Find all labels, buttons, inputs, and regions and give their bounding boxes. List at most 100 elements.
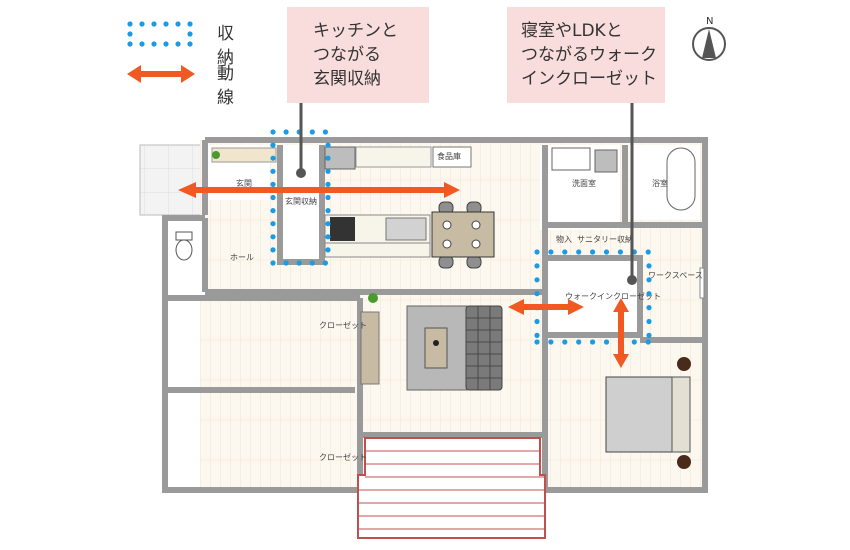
storage-dot (548, 339, 554, 345)
sofa (465, 305, 503, 391)
tv-board (360, 311, 380, 385)
room-label-closet-storage: 物入 (556, 234, 572, 244)
flow-arrow-living-closet (508, 299, 584, 315)
callout-walk-in-closet: 寝室やLDKと つながるウォーク インクローゼット (507, 7, 665, 103)
storage-dot (270, 181, 276, 187)
callout-entry-storage: キッチンと つながる 玄関収納 (287, 7, 429, 103)
room-label-sanitary-storage: サニタリー収納 (577, 234, 633, 244)
shoe-cabinet (211, 147, 277, 163)
storage-dot (645, 249, 651, 255)
leader-dot (627, 275, 637, 285)
callout-entry-storage-text: キッチンと つながる 玄関収納 (313, 21, 398, 89)
storage-dot (270, 168, 276, 174)
storage-dot (325, 181, 331, 187)
plant-icon (212, 151, 220, 159)
storage-dot (325, 168, 331, 174)
storage-dot (325, 234, 331, 240)
compass-label: N (706, 16, 713, 27)
storage-dot (322, 129, 328, 135)
storage-dot (270, 247, 276, 253)
storage-dot (296, 260, 302, 266)
storage-dot (283, 260, 289, 266)
storage-dot (309, 260, 315, 266)
storage-dot (270, 194, 276, 201)
storage-dot (270, 208, 276, 214)
storage-dot (603, 249, 610, 255)
storage-dot (562, 339, 568, 345)
storage-dot (270, 155, 276, 161)
storage-dot (590, 339, 596, 345)
sink-icon (385, 217, 427, 241)
storage-dot (270, 221, 276, 227)
storage-dot (325, 194, 331, 201)
storage-dot (646, 318, 652, 325)
kitchen-island (324, 214, 431, 258)
storage-dot (325, 142, 331, 148)
storage-dot (270, 142, 276, 148)
storage-dot (603, 339, 610, 345)
storage-dot (646, 305, 652, 311)
plant-icon (368, 293, 378, 303)
room-label-work-space: ワークスペース (648, 271, 703, 280)
storage-dot (576, 249, 582, 255)
storage-dot (325, 208, 331, 214)
storage-dot (576, 339, 582, 345)
storage-dot (534, 263, 540, 269)
flow-arrow-entrance (178, 182, 460, 198)
storage-dot (562, 249, 568, 255)
room-label-walk-in-closet: ウォークインクローゼット (565, 291, 661, 301)
storage-dot (325, 155, 331, 161)
storage-dot (646, 332, 652, 338)
flow-arrow-closet-bedroom (613, 298, 629, 368)
storage-dot (325, 221, 331, 227)
storage-dot (534, 332, 540, 338)
legend-flow-label: 動線 (217, 64, 234, 108)
storage-dot (534, 277, 540, 283)
storage-dot (534, 318, 540, 325)
storage-dot (270, 129, 276, 135)
porch (139, 144, 203, 216)
storage-dot (646, 263, 652, 269)
room-label-closet-1: クローゼット (319, 320, 367, 330)
storage-dot (534, 339, 540, 345)
room-label-hall: ホール (230, 253, 254, 262)
storage-dot (617, 249, 624, 255)
storage-dot (322, 260, 328, 266)
room-label-pantry: 食品庫 (437, 151, 461, 161)
dotted-box-icon (127, 21, 193, 47)
room-label-washroom: 洗面室 (572, 178, 596, 188)
double-arrow-icon (127, 65, 195, 83)
compass: N (692, 16, 726, 61)
room-label-entrance: 玄関 (236, 178, 252, 188)
storage-dot (270, 260, 276, 266)
room-label-bathroom: 浴室 (652, 178, 668, 188)
washing-machine (594, 149, 618, 173)
callout-walk-in-closet-text: 寝室やLDKと つながるウォーク インクローゼット (521, 21, 657, 89)
storage-dot (631, 339, 637, 345)
kitchen-back-counter (324, 146, 472, 170)
legend-storage-label: 収納 (217, 24, 234, 68)
storage-dot (283, 129, 289, 135)
room-label-closet-2: クローゼット (319, 452, 367, 462)
room-label-entrance-storage: 玄関収納 (285, 196, 317, 206)
storage-dot (646, 291, 652, 297)
storage-dot (309, 129, 315, 135)
callout-leaders (299, 103, 634, 280)
storage-dot (270, 234, 276, 240)
storage-dot (590, 249, 596, 255)
storage-dot (534, 291, 540, 297)
bathtub (666, 147, 696, 211)
flow-arrows (178, 182, 629, 368)
deck (357, 437, 546, 539)
living-set (406, 305, 503, 391)
window (699, 267, 705, 299)
stove-icon (330, 217, 355, 241)
storage-dot (325, 247, 331, 253)
leader-dot (296, 168, 306, 178)
north-arrow-icon (702, 29, 716, 58)
vanity (551, 147, 591, 171)
toilet-icon (175, 231, 193, 261)
storage-dot (645, 339, 651, 345)
bed (605, 357, 691, 469)
